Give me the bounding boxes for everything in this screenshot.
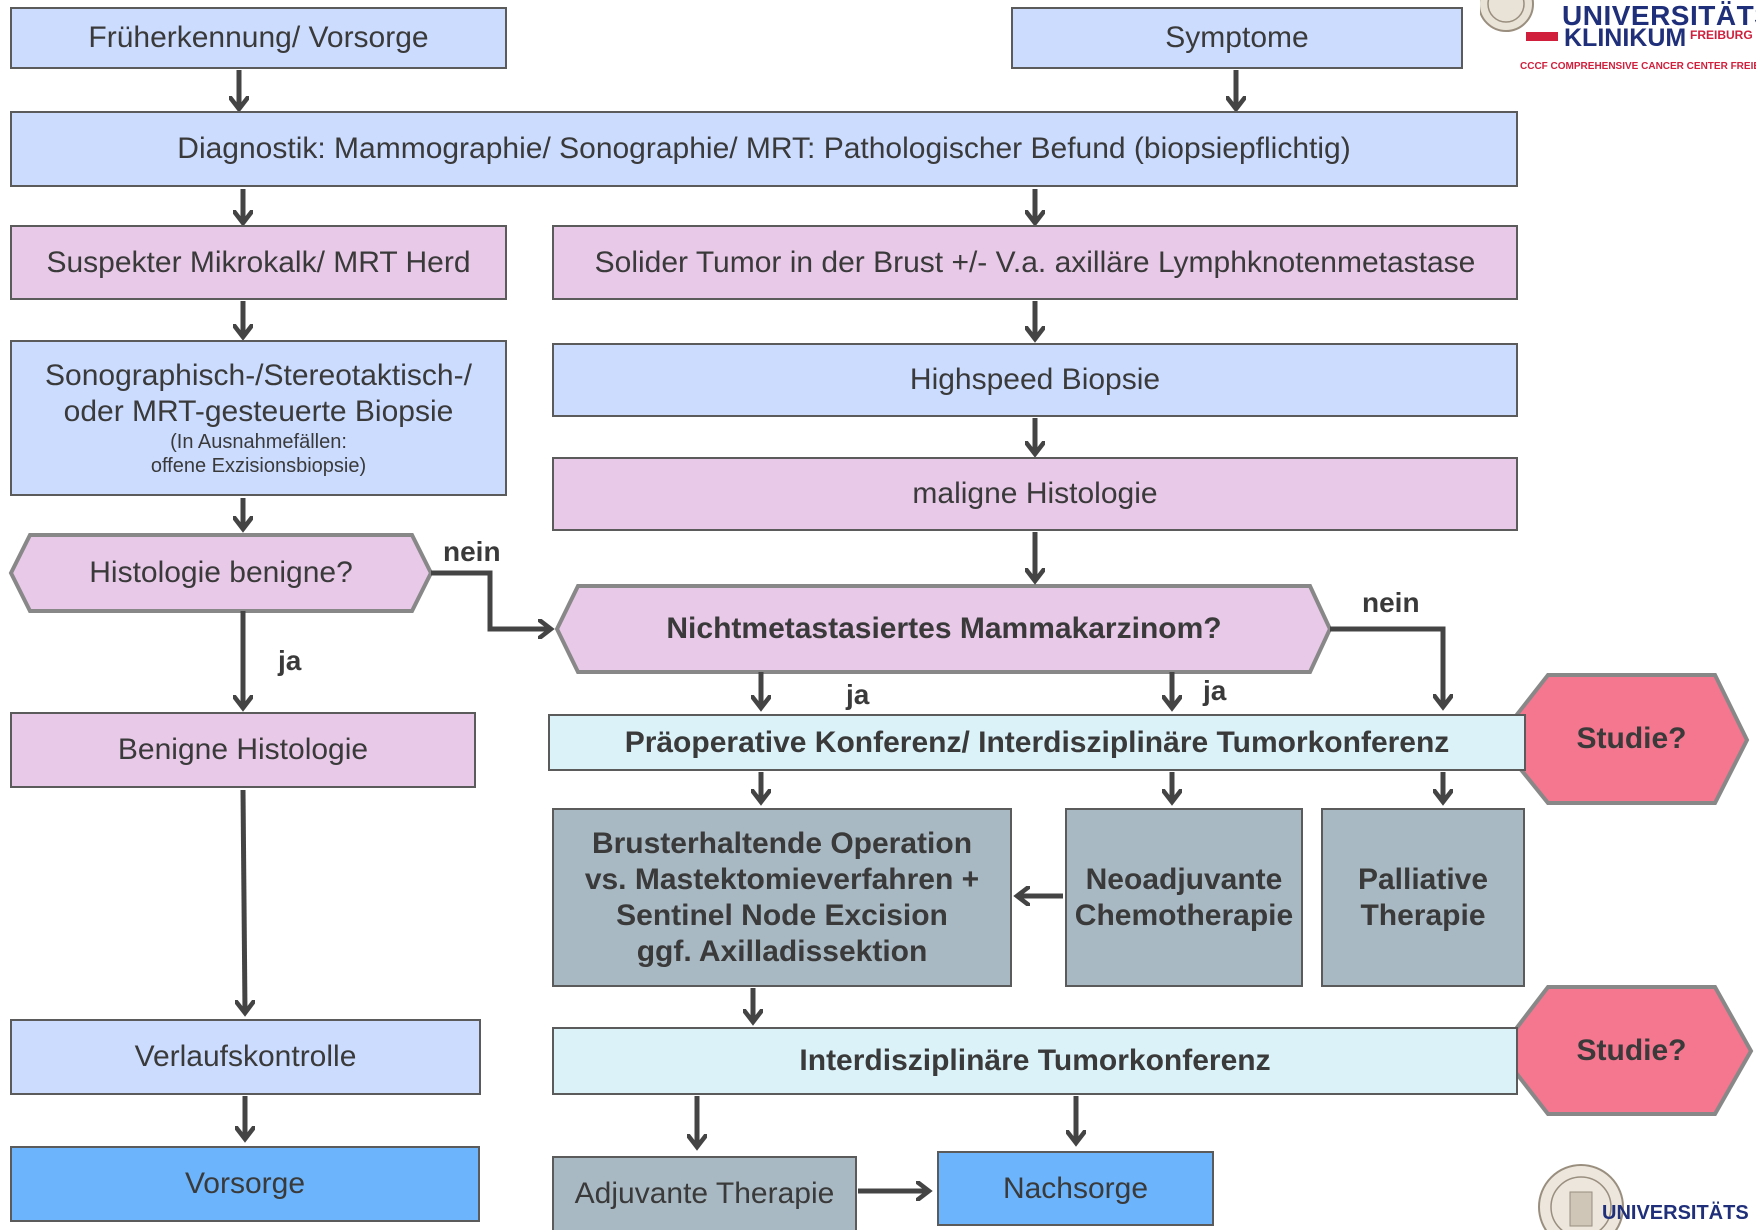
frueherkennung-label: Früherkennung/ Vorsorge [88, 21, 429, 54]
klinikum-logo-bottom: UNIVERSITÄTS [1536, 1150, 1756, 1230]
nachsorge-box: Nachsorge [937, 1151, 1214, 1226]
biopsie-box: Sonographisch-/Stereotaktisch-/ oder MRT… [10, 340, 507, 496]
verlaufskontrolle-box: Verlaufskontrolle [10, 1019, 481, 1095]
maligne-label: maligne Histologie [912, 477, 1158, 510]
tumorkonferenz-label: Interdisziplinäre Tumorkonferenz [799, 1044, 1271, 1077]
logo-freiburg: FREIBURG [1690, 28, 1753, 42]
palliativ-label-1: Palliative [1357, 862, 1489, 896]
palliativ-box: Palliative Therapie [1321, 808, 1525, 987]
tumorkonferenz-box: Interdisziplinäre Tumorkonferenz [552, 1027, 1518, 1095]
palliativ-label-2: Therapie [1360, 898, 1486, 932]
benigne-question: Histologie benigne? [89, 556, 353, 589]
operation-label-2: vs. Mastektomieverfahren + [584, 862, 980, 896]
nichtmeta-question: Nichtmetastasiertes Mammakarzinom? [666, 612, 1222, 645]
edge-label-nein-1: nein [443, 536, 501, 567]
symptome-box: Symptome [1011, 7, 1463, 69]
arrow-nein-nichtmeta [1330, 626, 1443, 706]
edge-label-ja-3: ja [1203, 675, 1227, 706]
studie-1: Studie? [1576, 722, 1687, 755]
highspeed-label: Highspeed Biopsie [909, 363, 1161, 396]
klinikum-logo: UNIVERSITÄTS KLINIKUM FREIBURG CCCF COMP… [1480, 0, 1756, 80]
operation-label-4: ggf. Axilladissektion [636, 934, 928, 968]
nachsorge-label: Nachsorge [1002, 1171, 1149, 1205]
highspeed-box: Highspeed Biopsie [552, 343, 1518, 417]
operation-label-1: Brusterhaltende Operation [591, 826, 973, 860]
diagnostik-box: Diagnostik: Mammographie/ Sonographie/ M… [10, 111, 1518, 187]
logo-universitaets: UNIVERSITÄTS [1562, 0, 1756, 31]
biopsie-note-1: (In Ausnahmefällen: [170, 431, 347, 453]
praeop-konferenz-box: Präoperative Konferenz/ Interdisziplinär… [548, 714, 1526, 771]
vorsorge-box: Vorsorge [10, 1146, 480, 1222]
maligne-box: maligne Histologie [552, 457, 1518, 531]
adjuvant-label: Adjuvante Therapie [574, 1177, 835, 1210]
arrow-benigne-verlauf [243, 789, 245, 1012]
logo-bottom-universitaets: UNIVERSITÄTS [1602, 1202, 1749, 1224]
operation-label-3: Sentinel Node Excision [616, 898, 948, 932]
biopsie-note-2: offene Exzisionsbiopsie) [150, 455, 367, 477]
adjuvant-box: Adjuvante Therapie [552, 1156, 857, 1230]
mikrokalk-label: Suspekter Mikrokalk/ MRT Herd [46, 245, 471, 279]
edge-label-ja-1: ja [278, 645, 302, 676]
logo-red-bar [1526, 32, 1558, 41]
solider-tumor-box: Solider Tumor in der Brust +/- V.a. axil… [552, 225, 1518, 300]
benigne-decision-shape [8, 533, 434, 613]
vorsorge-label: Vorsorge [184, 1167, 306, 1200]
edge-label-ja-2: ja [846, 679, 870, 710]
mikrokalk-box: Suspekter Mikrokalk/ MRT Herd [10, 225, 507, 300]
edge-label-nein-2: nein [1362, 587, 1420, 618]
solider-tumor-label: Solider Tumor in der Brust +/- V.a. axil… [594, 245, 1476, 279]
diagnostik-label: Diagnostik: Mammographie/ Sonographie/ M… [177, 132, 1351, 165]
verlaufskontrolle-label: Verlaufskontrolle [134, 1040, 357, 1073]
neoadjuvant-box: Neoadjuvante Chemotherapie [1065, 808, 1303, 987]
symptome-label: Symptome [1165, 21, 1309, 54]
operation-box: Brusterhaltende Operation vs. Mastektomi… [552, 808, 1012, 987]
biopsie-label-2: oder MRT-gesteuerte Biopsie [63, 395, 454, 428]
logo-klinikum: KLINIKUM [1564, 24, 1687, 52]
neoadjuvant-label-1: Neoadjuvante [1085, 862, 1283, 896]
praeop-konferenz-label: Präoperative Konferenz/ Interdisziplinär… [624, 725, 1450, 759]
logo-cccf: CCCF COMPREHENSIVE CANCER CENTER FREIBUR… [1520, 61, 1756, 72]
studie-2: Studie? [1576, 1033, 1687, 1067]
benigne-histologie-label: Benigne Histologie [117, 733, 369, 766]
seal-icon [1480, 0, 1534, 32]
benigne-histologie-box: Benigne Histologie [10, 712, 476, 788]
biopsie-label-1: Sonographisch-/Stereotaktisch-/ [45, 359, 472, 392]
nichtmeta-decision-shape [554, 584, 1333, 674]
neoadjuvant-label-2: Chemotherapie [1074, 898, 1294, 932]
arrow-nein-benigneq [431, 570, 550, 629]
seal-icon-bottom [1538, 1164, 1624, 1230]
frueherkennung-box: Früherkennung/ Vorsorge [10, 7, 507, 69]
